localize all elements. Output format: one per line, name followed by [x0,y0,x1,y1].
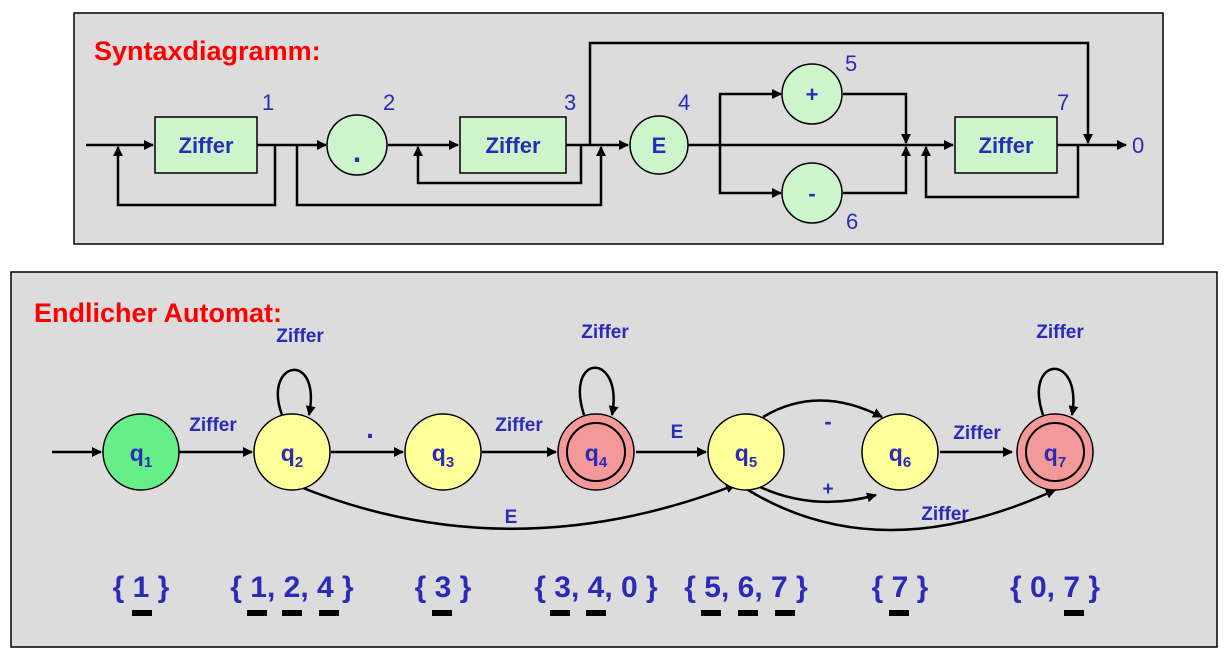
syntax-circle-dot [326,114,388,176]
syntax-circle-minus-label: - [808,181,815,206]
state-q6: q6 [861,413,939,491]
syntax-box-ziffer-2-label: Ziffer [486,133,541,158]
state-set-q6: { 7 } [872,571,929,604]
state-q3: q3 [404,413,482,491]
syntax-box-ziffer-3-label: Ziffer [979,133,1034,158]
edge-label-q3-q4: Ziffer [495,415,543,436]
state-q5-letter: q [735,440,749,466]
svg-text:q2: q2 [281,440,303,471]
set-underline-marks [132,610,1084,616]
syntax-number-6: 6 [846,209,858,234]
syntax-circle-plus [781,63,843,125]
svg-text:q4: q4 [585,440,608,471]
state-q7-letter: q [1044,440,1058,466]
state-q4-sub: 4 [599,454,608,471]
syntax-circle-e [629,115,689,175]
svg-text:q1: q1 [130,440,152,471]
state-q7: q7 [1016,413,1094,491]
syntax-number-4: 4 [678,90,690,115]
state-set-q2: { 1, 2, 4 } [230,571,354,604]
state-q2-sub: 2 [295,454,303,471]
syntax-title: Syntaxdiagramm: [94,36,321,66]
state-q2-letter: q [281,440,295,466]
state-q1-sub: 1 [144,454,152,471]
automaton-title: Endlicher Automat: [34,298,282,328]
state-q6-sub: 6 [903,454,911,471]
syntax-number-0: 0 [1132,133,1144,158]
svg-text:q6: q6 [889,440,911,471]
automaton-edges [52,366,1079,532]
state-set-q4: { 3, 4, 0 } [534,571,658,604]
state-q4: q4 [557,413,635,491]
edge-label-q4-loop: Ziffer [581,322,629,343]
state-q3-sub: 3 [446,454,454,471]
state-q1: q1 [102,413,180,491]
edge-label-q2-q3: . [366,413,374,444]
edge-label-q4-q5: E [671,422,684,443]
svg-text:q3: q3 [432,440,454,471]
edge-label-q7-loop: Ziffer [1036,322,1084,343]
state-q3-letter: q [432,440,446,466]
state-set-q1: { 1 } [113,571,170,604]
syntax-number-7: 7 [1057,90,1069,115]
edge-label-q5-q6-bottom: + [822,479,833,500]
syntax-number-3: 3 [564,90,576,115]
state-q4-letter: q [585,440,599,466]
edge-label-q5-q6-top: - [824,409,831,434]
syntax-circle-plus-label: + [806,82,819,107]
syntax-circle-e-label: E [652,133,667,158]
syntax-box-ziffer-3 [954,116,1058,174]
syntax-number-2: 2 [383,90,395,115]
state-set-q3: { 3 } [415,571,472,604]
edge-label-q5-q7: Ziffer [921,504,969,525]
syntax-circle-minus [781,162,843,224]
syntax-lines [86,41,1127,207]
syntax-circle-dot-label: . [353,136,361,169]
state-q5-sub: 5 [749,454,757,471]
state-q2: q2 [253,413,331,491]
edge-label-q2-loop: Ziffer [276,326,324,347]
svg-text:q5: q5 [735,440,757,471]
edge-label-q6-q7: Ziffer [953,423,1001,444]
state-set-q5: { 5, 6, 7 } [684,571,808,604]
syntax-box-ziffer-2 [459,116,567,174]
state-q6-letter: q [889,440,903,466]
syntax-number-5: 5 [845,51,857,76]
state-set-q7: { 0, 7 } [1010,571,1100,604]
state-q1-letter: q [130,440,144,466]
state-q5: q5 [707,413,785,491]
syntax-box-ziffer-1 [154,116,258,174]
state-q7-sub: 7 [1058,454,1066,471]
syntax-number-1: 1 [262,90,274,115]
syntax-box-ziffer-1-label: Ziffer [179,133,234,158]
edge-label-q2-q5: E [505,507,518,528]
svg-text:q7: q7 [1044,440,1066,471]
edge-label-q1-q2: Ziffer [189,415,237,436]
